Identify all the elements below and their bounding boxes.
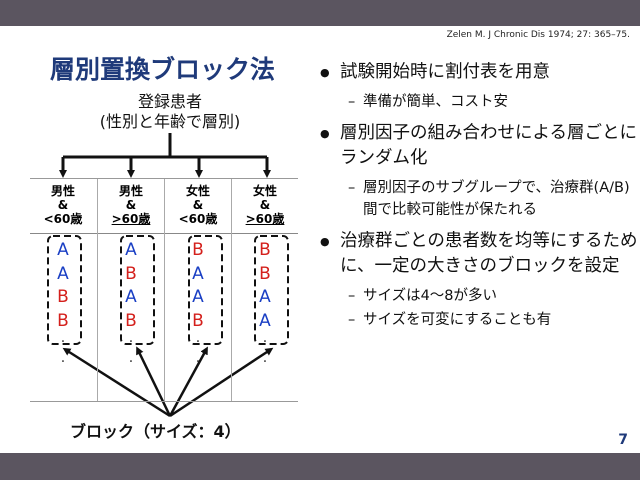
continuation-dots: ·· [262, 334, 268, 370]
dash-marker: – [348, 288, 356, 304]
bottom-bar [0, 453, 640, 480]
block-pointer-arrows [62, 346, 274, 418]
bullet-item: 治療群ごとの患者数を均等にするために、一定の大きさのブロックを設定 [318, 229, 638, 279]
sub-bullet-text: サイズは4～8が多い [363, 288, 498, 304]
assignment-list: B A A B [165, 239, 231, 333]
bullet-list: 試験開始時に割付表を用意 –準備が簡単、コスト安 層別因子の組み合わせによる層ご… [318, 60, 638, 339]
assignment: A [57, 240, 69, 260]
stratum-and: & [192, 198, 204, 212]
slide-title: 層別置換ブロック法 [50, 55, 276, 84]
sub-bullet-item: –準備が簡単、コスト安 [318, 91, 638, 113]
assignment: B [57, 310, 69, 331]
assignment-list: A B A B [98, 239, 164, 333]
stratum-and: & [125, 198, 137, 212]
subtitle-line-2: (性別と年齢で層別) [99, 112, 241, 131]
stratum-header: 男性 & <60歳 [30, 179, 96, 226]
bullet-item: 試験開始時に割付表を用意 [318, 60, 638, 85]
stratum-and: & [259, 198, 271, 212]
block-size-label: ブロック（サイズ：4） [70, 422, 241, 441]
assignment: A [57, 263, 69, 284]
stratum-header: 男性 & >60歳 [98, 179, 164, 226]
subtitle-line-1: 登録患者 [137, 92, 202, 111]
sub-bullet-text: 準備が簡単、コスト安 [363, 94, 508, 110]
stratum-and: & [57, 198, 69, 212]
assignment: B [192, 240, 204, 260]
tree-connector [59, 133, 271, 178]
assignment: B [259, 263, 271, 284]
strata-table: 男性 & <60歳 A A B B ·· 男性 & >60歳 A B A B ·… [30, 178, 298, 402]
continuation-dots: ·· [128, 334, 134, 370]
block-boxes [47, 235, 289, 345]
assignment: B [125, 310, 137, 331]
stratum-sex: 男性 [118, 184, 143, 198]
assignment: A [192, 287, 204, 307]
stratum-column: 女性 & >60歳 B B A A ·· [231, 179, 298, 401]
citation: Zelen M. J Chronic Dis 1974; 27: 365–75. [446, 30, 630, 40]
stratum-age: <60歳 [178, 212, 218, 226]
registered-patients-label: 登録患者 (性別と年齢で層別) [75, 92, 265, 132]
assignment: B [192, 310, 204, 331]
stratum-column: 男性 & >60歳 A B A B ·· [97, 179, 164, 401]
page-number: 7 [618, 432, 628, 448]
assignment: A [259, 310, 271, 331]
assignment: A [259, 287, 271, 307]
stratum-header: 女性 & <60歳 [165, 179, 231, 226]
assignment: A [192, 263, 204, 284]
stratum-column: 女性 & <60歳 B A A B ·· [164, 179, 231, 401]
sub-bullet-item: –サイズを可変にすることも有 [318, 309, 638, 331]
bullet-item: 層別因子の組み合わせによる層ごとにランダム化 [318, 121, 638, 171]
stratum-age: >60歳 [245, 212, 285, 226]
sub-bullet-text: 層別因子のサブグループで、治療群(A/B)間で比較可能性が保たれる [363, 180, 630, 218]
dash-marker: – [348, 94, 356, 110]
continuation-dots: ·· [195, 334, 201, 370]
sub-bullet-text: サイズを可変にすることも有 [363, 312, 552, 328]
assignment: B [125, 263, 137, 284]
dash-marker: – [348, 312, 356, 328]
stratum-sex: 女性 [185, 184, 210, 198]
continuation-dots: ·· [60, 334, 66, 370]
stratum-column: 男性 & <60歳 A A B B ·· [30, 179, 96, 401]
stratum-sex: 男性 [50, 184, 75, 198]
stratum-sex: 女性 [252, 184, 277, 198]
assignment: B [259, 240, 271, 260]
assignment: A [125, 240, 137, 260]
stratum-header: 女性 & >60歳 [232, 179, 298, 226]
assignment-list: A A B B [30, 239, 96, 333]
top-bar [0, 0, 640, 26]
assignment: B [57, 287, 69, 307]
stratum-age: <60歳 [43, 212, 83, 226]
assignment-list: B B A A [232, 239, 298, 333]
sub-bullet-item: –サイズは4～8が多い [318, 285, 638, 307]
sub-bullet-item: –層別因子のサブグループで、治療群(A/B)間で比較可能性が保たれる [318, 177, 638, 221]
dash-marker: – [348, 180, 356, 196]
stratum-age: >60歳 [111, 212, 151, 226]
assignment: A [125, 287, 137, 307]
